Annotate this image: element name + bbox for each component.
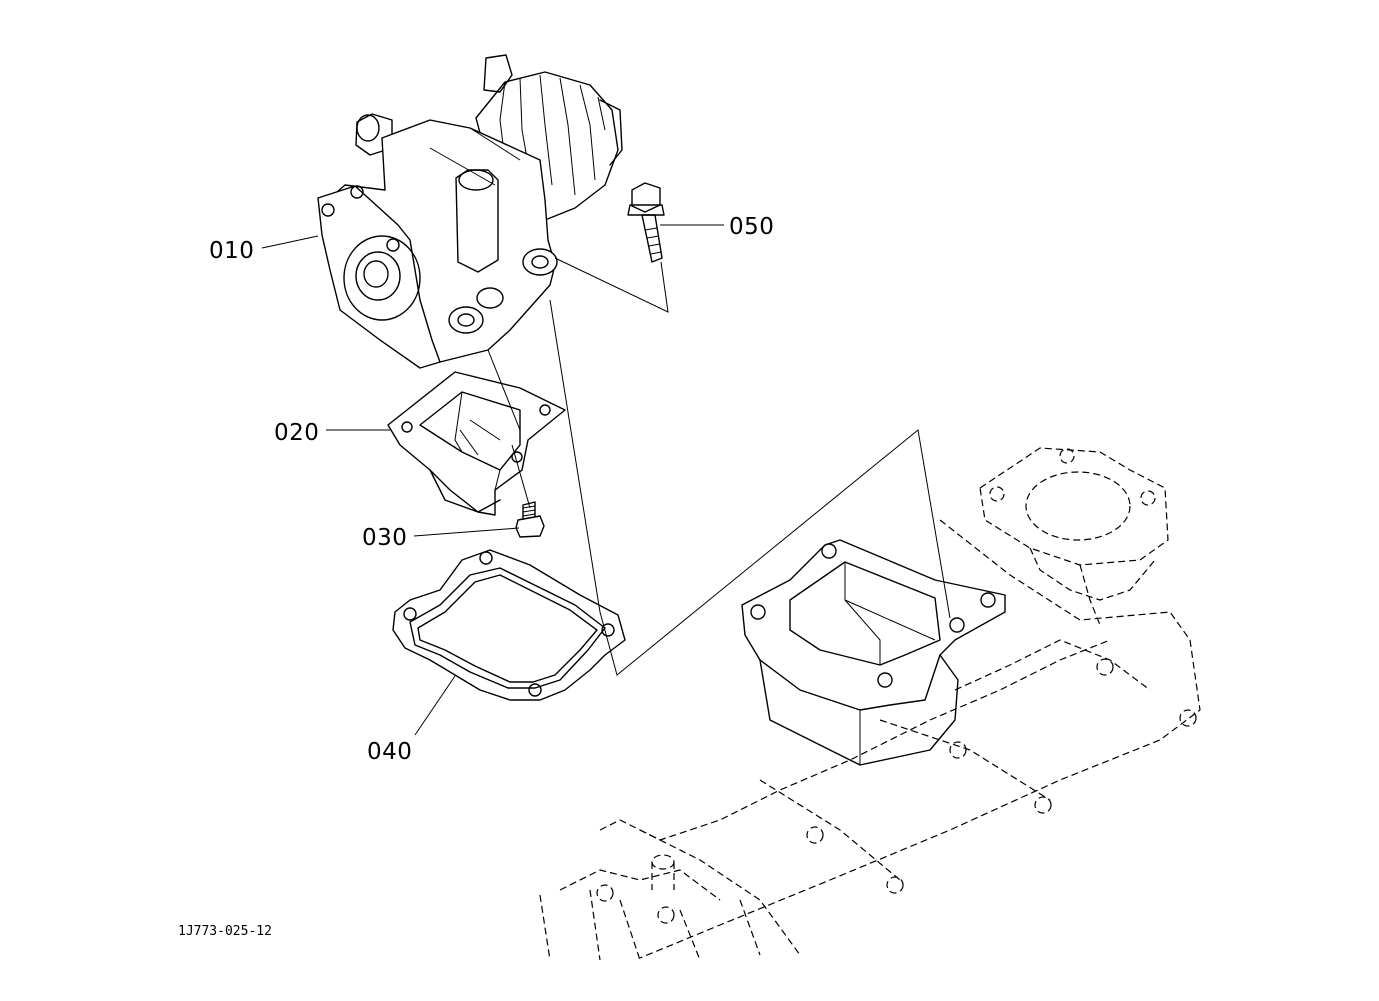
egr-mounting-box xyxy=(741,539,1006,766)
leader-010 xyxy=(261,235,319,249)
adapter-020 xyxy=(387,371,566,516)
callout-040: 040 xyxy=(367,739,412,765)
leader-040 xyxy=(414,675,456,736)
leader-030 xyxy=(413,527,520,537)
egr-valve-010 xyxy=(317,54,623,369)
drawing-reference: 1J773-025-12 xyxy=(178,924,272,939)
callout-010: 010 xyxy=(209,238,254,264)
callout-050: 050 xyxy=(729,214,774,240)
callout-030: 030 xyxy=(362,525,407,551)
gasket-040 xyxy=(392,549,626,701)
assembly-lines xyxy=(487,257,951,676)
manifold xyxy=(539,447,1201,961)
callout-020: 020 xyxy=(274,420,319,446)
bolt-050 xyxy=(627,182,665,263)
